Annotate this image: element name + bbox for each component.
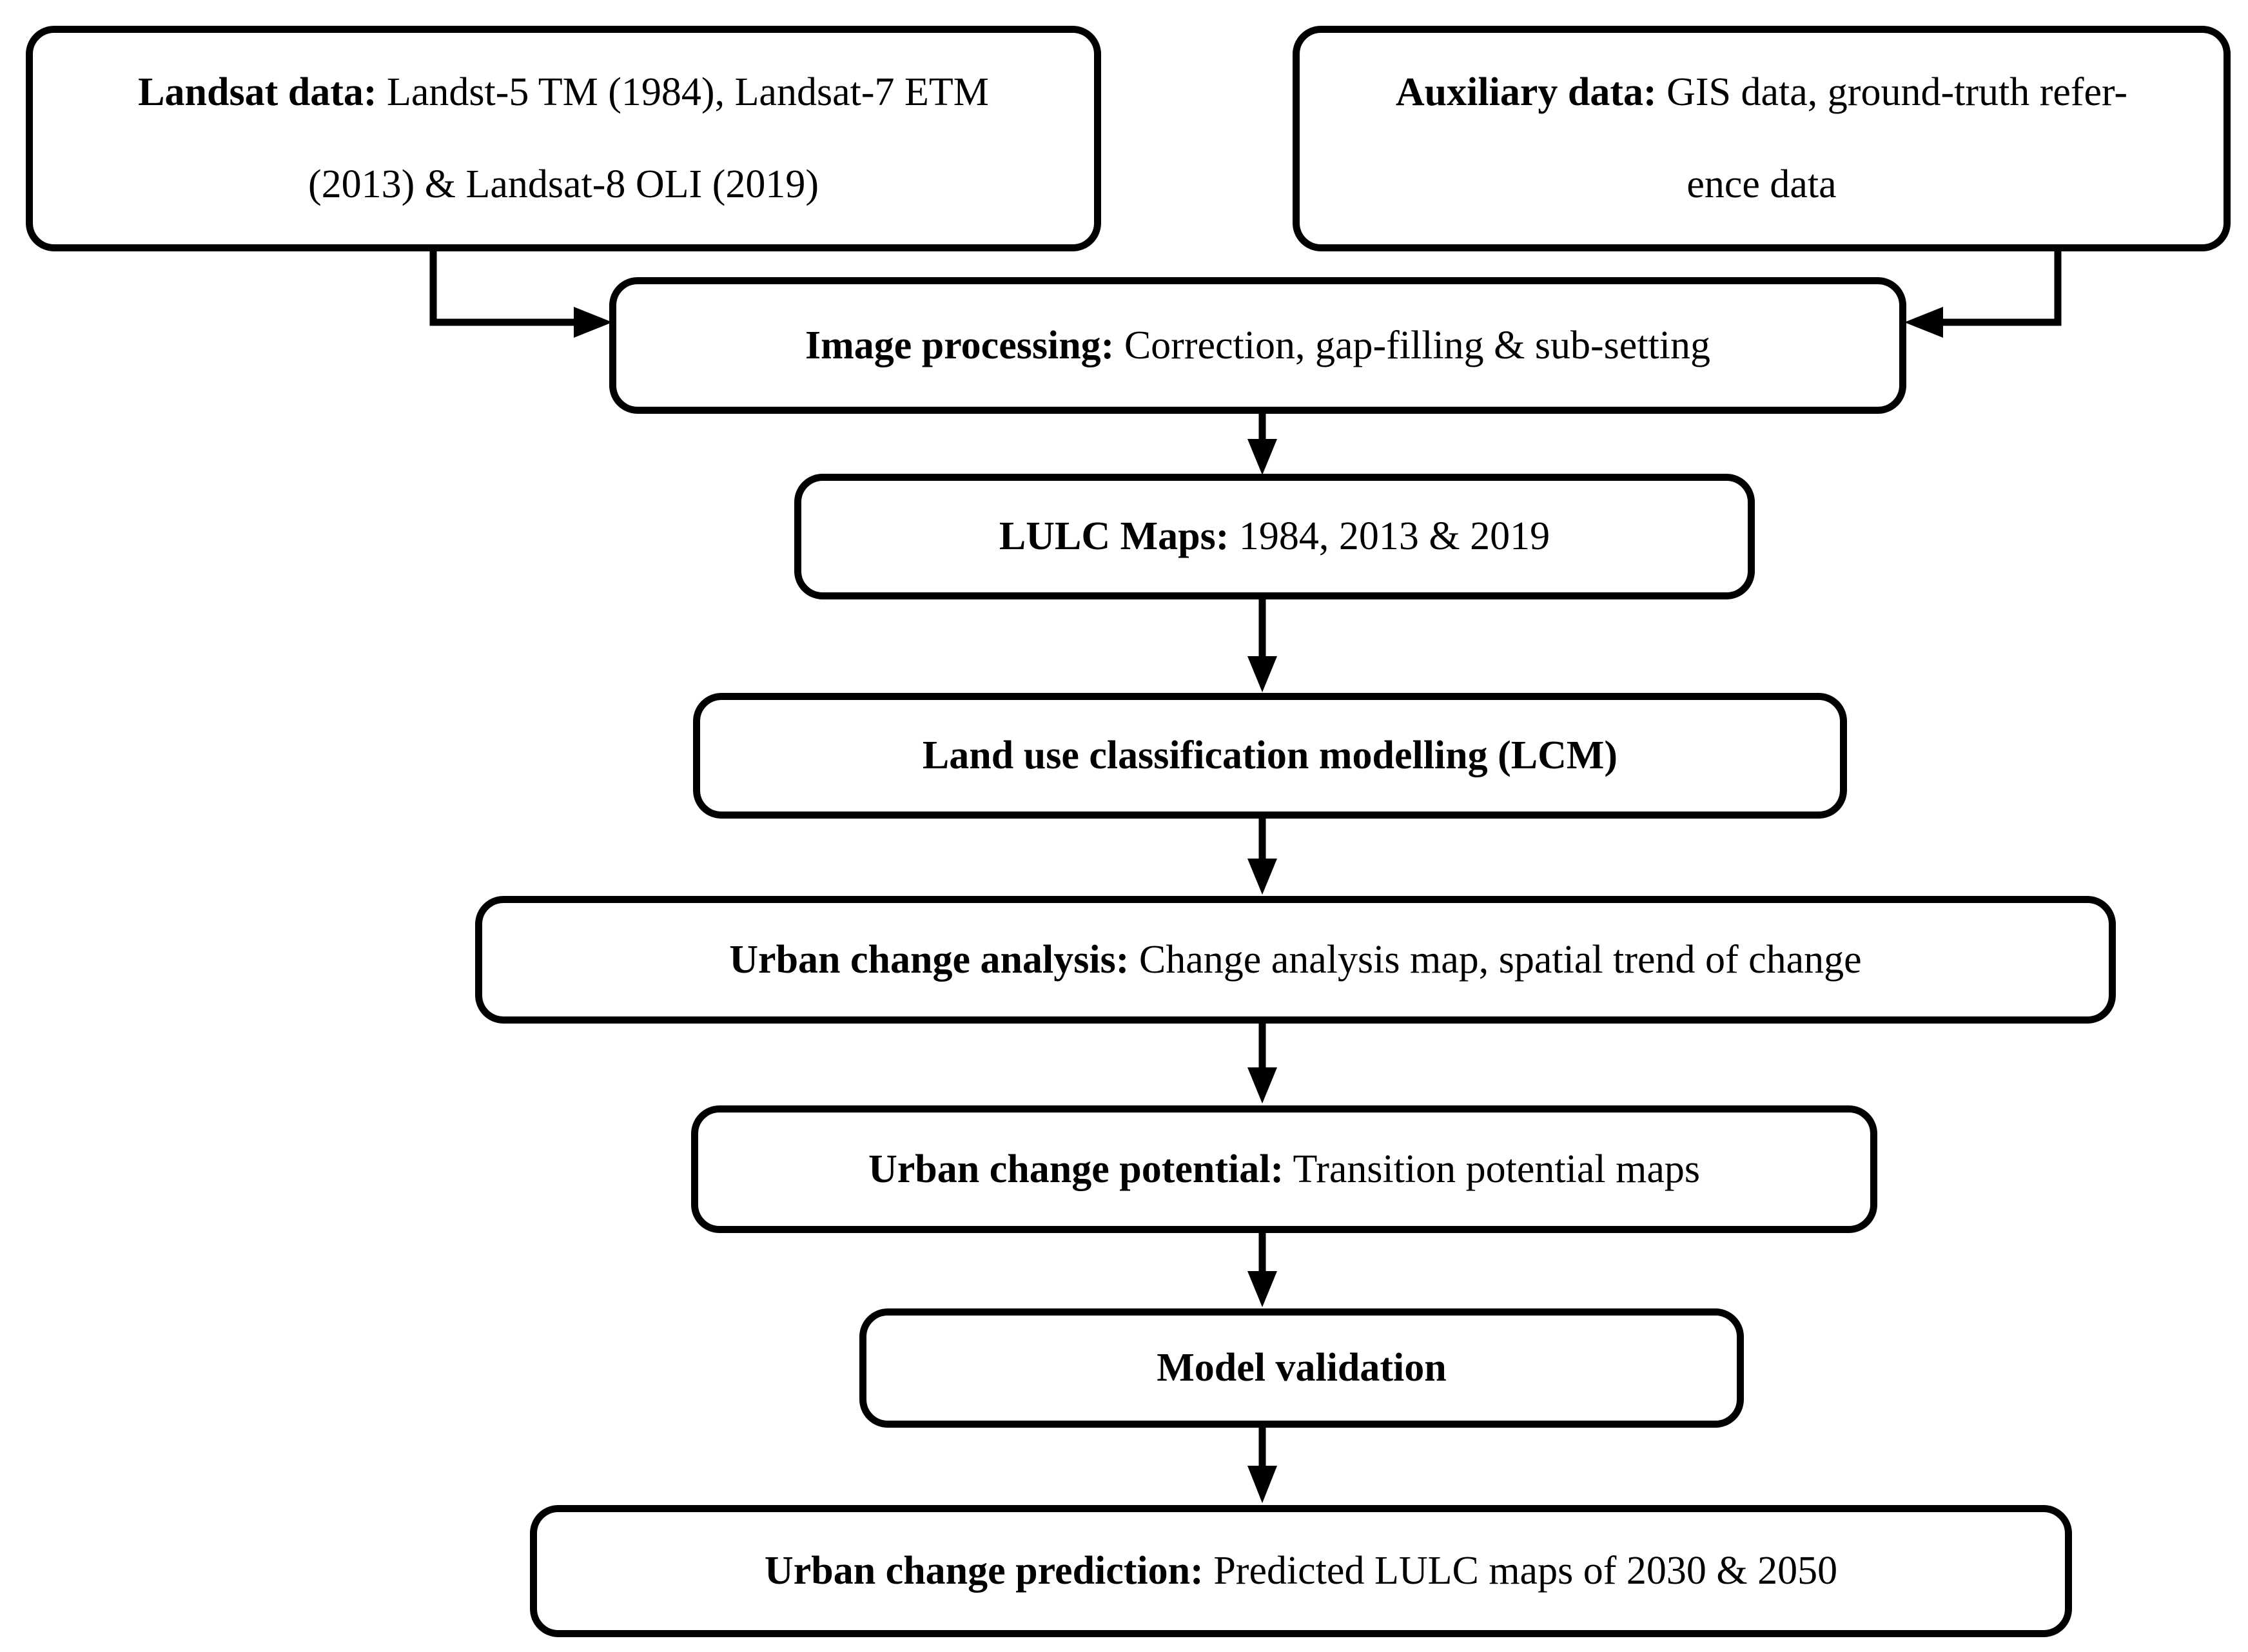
- node-landsat-data-label: Landsat data: Landst-5 TM (1984), Landsa…: [138, 46, 989, 230]
- node-landsat-data: Landsat data: Landst-5 TM (1984), Landsa…: [26, 26, 1101, 251]
- node-model-validation-label: Model validation: [1157, 1322, 1447, 1414]
- node-lulc-maps: LULC Maps: 1984, 2013 & 2019: [794, 474, 1755, 599]
- node-urban-change-analysis-text: Change analysis map, spatial trend of ch…: [1129, 937, 1862, 982]
- node-auxiliary-data: Auxiliary data: GIS data, ground-truth r…: [1293, 26, 2231, 251]
- arrow-image-processing-to-lulc-maps: [1247, 413, 1277, 475]
- node-urban-change-prediction-title: Urban change prediction:: [764, 1549, 1204, 1593]
- node-lulc-maps-text: 1984, 2013 & 2019: [1229, 514, 1550, 559]
- arrow-validation-to-prediction: [1247, 1426, 1277, 1503]
- node-landsat-data-text: Landst-5 TM (1984), Landsat-7 ETM (2013)…: [308, 70, 989, 206]
- node-urban-change-potential-text: Transition potential maps: [1284, 1147, 1700, 1191]
- node-image-processing: Image processing: Correction, gap-fillin…: [609, 277, 1906, 414]
- arrow-lulc-maps-to-lcm: [1247, 598, 1277, 692]
- arrow-urban-change-potential-to-validation: [1247, 1232, 1277, 1307]
- node-urban-change-analysis-title: Urban change analysis:: [729, 937, 1129, 982]
- arrow-urban-change-analysis-to-potential: [1247, 1022, 1277, 1103]
- node-urban-change-potential-title: Urban change potential:: [868, 1147, 1284, 1191]
- node-lcm-label: Land use classification modelling (LCM): [923, 710, 1618, 802]
- node-lulc-maps-title: LULC Maps:: [999, 514, 1229, 559]
- node-landsat-data-title: Landsat data:: [138, 70, 377, 115]
- node-auxiliary-data-title: Auxiliary data:: [1395, 70, 1657, 115]
- node-model-validation-title: Model validation: [1157, 1346, 1447, 1390]
- arrow-auxiliary-to-image-processing: [1904, 250, 2062, 338]
- node-urban-change-analysis: Urban change analysis: Change analysis m…: [475, 896, 2116, 1024]
- node-urban-change-prediction-text: Predicted LULC maps of 2030 & 2050: [1203, 1549, 1838, 1593]
- arrow-lcm-to-urban-change-analysis: [1247, 817, 1277, 895]
- node-auxiliary-data-text: GIS data, ground-truth refer- ence data: [1666, 70, 2128, 206]
- node-auxiliary-data-label: Auxiliary data: GIS data, ground-truth r…: [1396, 46, 2127, 230]
- node-land-use-classification-modelling: Land use classification modelling (LCM): [693, 693, 1847, 819]
- node-urban-change-potential-label: Urban change potential: Transition poten…: [868, 1123, 1700, 1216]
- node-image-processing-text: Correction, gap-filling & sub-setting: [1114, 323, 1710, 367]
- node-urban-change-prediction: Urban change prediction: Predicted LULC …: [530, 1505, 2072, 1637]
- node-urban-change-prediction-label: Urban change prediction: Predicted LULC …: [765, 1525, 1837, 1617]
- node-urban-change-analysis-label: Urban change analysis: Change analysis m…: [729, 914, 1861, 1006]
- arrow-landsat-to-image-processing: [429, 250, 612, 338]
- node-urban-change-potential: Urban change potential: Transition poten…: [691, 1105, 1877, 1233]
- node-image-processing-title: Image processing:: [805, 323, 1115, 367]
- node-lcm-title: Land use classification modelling (LCM): [922, 734, 1618, 778]
- node-model-validation: Model validation: [859, 1308, 1744, 1428]
- node-lulc-maps-label: LULC Maps: 1984, 2013 & 2019: [999, 491, 1550, 583]
- node-image-processing-label: Image processing: Correction, gap-fillin…: [805, 300, 1710, 392]
